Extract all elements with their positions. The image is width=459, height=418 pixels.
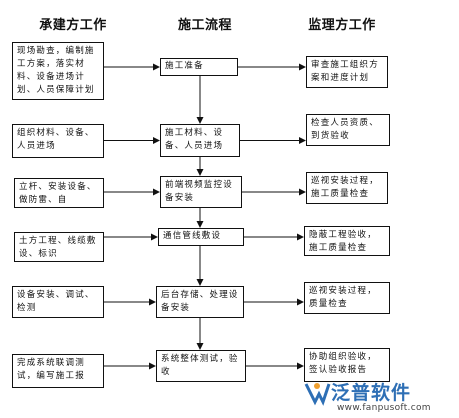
supervisor-step-1: 审查施工组织方案和进度计划 bbox=[306, 56, 388, 88]
process-step-3: 前端视频监控设备安装 bbox=[160, 176, 242, 208]
process-step-6: 系统整体测试，验收 bbox=[156, 350, 246, 382]
contractor-step-2: 组织材料、设备、人员进场 bbox=[12, 124, 104, 158]
header-contractor: 承建方工作 bbox=[39, 18, 107, 33]
header-process: 施工流程 bbox=[177, 18, 232, 33]
supervisor-step-5: 巡视安装过程，质量检查 bbox=[304, 282, 390, 314]
supervisor-step-2: 检查人员资质、到货验收 bbox=[306, 114, 390, 146]
contractor-step-1: 现场勘查，编制施工方案，落实材料、设备进场计划、人员保障计划 bbox=[12, 42, 104, 100]
supervisor-step-6: 协助组织验收，签认验收报告 bbox=[304, 348, 390, 382]
process-step-4: 通信管线敷设 bbox=[158, 228, 244, 246]
process-step-1: 施工准备 bbox=[160, 58, 238, 76]
brand-logo-icon bbox=[304, 383, 331, 406]
watermark-brand: 泛普软件 bbox=[331, 382, 412, 404]
supervisor-step-3: 巡视安装过程，施工质量检查 bbox=[306, 172, 388, 204]
header-supervisor: 监理方工作 bbox=[308, 18, 376, 33]
supervisor-step-4: 隐蔽工程验收，施工质量检查 bbox=[304, 226, 390, 256]
contractor-step-6: 完成系统联调测试，编写施工报 bbox=[12, 354, 104, 388]
contractor-step-5: 设备安装、调试、检测 bbox=[12, 286, 104, 318]
watermark: 泛普软件 www.fanpusoft.com bbox=[303, 378, 453, 414]
process-step-2: 施工材料、设备、人员进场 bbox=[160, 124, 240, 157]
process-step-5: 后台存储、处理设备安装 bbox=[156, 286, 244, 318]
watermark-url: www.fanpusoft.com bbox=[337, 403, 431, 413]
contractor-step-3: 立杆、安装设备、做防雷、自 bbox=[14, 178, 104, 208]
contractor-step-4: 土方工程、线缆敷设、标识 bbox=[14, 232, 104, 262]
